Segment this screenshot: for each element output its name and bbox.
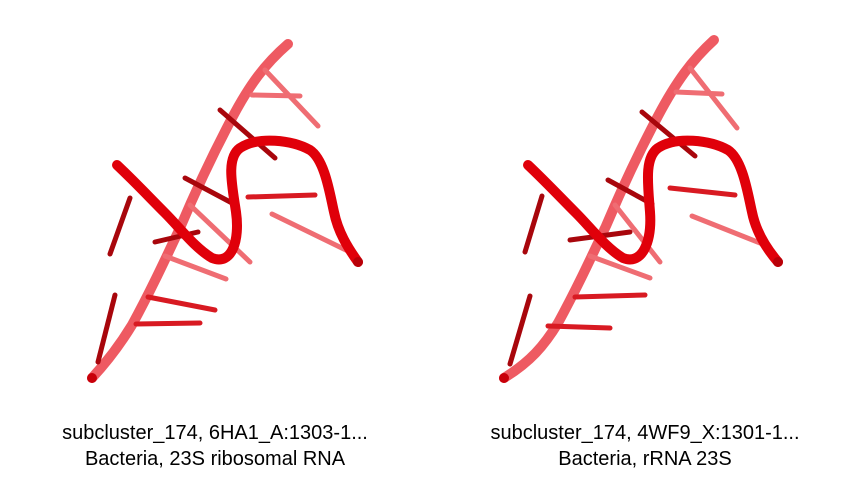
base-rung [245,192,318,200]
base-rung [107,195,133,257]
base-rung [162,253,229,282]
base-rung [667,185,738,198]
base-rung [612,202,663,265]
rna-structure-render-left [87,39,363,383]
caption-id-line: subcluster_174, 4WF9_X:1301-1... [490,422,800,444]
base-rung [182,175,235,206]
strand-end-cap [353,257,363,267]
base-rung [689,213,768,248]
base-rung [673,89,725,97]
caption-id-line: subcluster_174, 6HA1_A:1303-1... [62,422,368,444]
backbone-front-strand [112,135,363,267]
base-rung [133,320,203,327]
caption-source-line: Bacteria, rRNA 23S [558,448,732,470]
base-rung [587,253,653,281]
base-rung [522,193,545,255]
base-rung [217,107,278,161]
strand-end-cap [499,373,509,383]
caption-source-line: Bacteria, 23S ribosomal RNA [84,448,346,470]
base-rung [269,211,355,256]
base-rung [249,92,303,99]
base-rung [145,294,218,313]
rna-cartoon [499,35,783,383]
rna-cartoon [87,39,363,383]
strand-end-cap [87,373,97,383]
base-rung [507,293,533,367]
base-rung [95,292,118,365]
base-rung [687,65,740,131]
backbone-front-strand [523,135,783,267]
base-rung [545,323,613,331]
backbone-rear-strand [499,35,719,383]
base-rung [572,292,648,300]
base-rung [639,109,698,159]
base-rung [187,202,253,265]
structure-caption-right: subcluster_174, 4WF9_X:1301-1... Bacteri… [430,420,860,472]
rna-structure-render-right [499,35,783,383]
strand-end-cap [773,257,783,267]
structure-panel-right: subcluster_174, 4WF9_X:1301-1... Bacteri… [430,0,860,480]
structure-panel-left: subcluster_174, 6HA1_A:1303-1... Bacteri… [0,39,430,472]
structure-caption-left: subcluster_174, 6HA1_A:1303-1... Bacteri… [0,420,430,472]
